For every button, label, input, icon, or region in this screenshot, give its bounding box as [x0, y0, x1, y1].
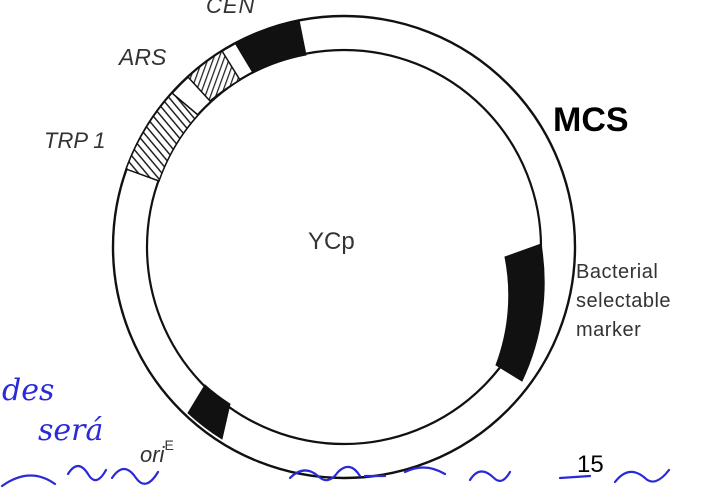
bacterial-marker-label: Bacterial selectable marker [576, 258, 671, 345]
cen-label: CEN [206, 0, 256, 18]
handwriting-scribble-bottom [0, 464, 671, 488]
bacterial-marker-segment [495, 243, 545, 382]
marker-label-line-3: marker [576, 319, 642, 341]
plasmid-name-label: YCp [308, 228, 355, 255]
marker-label-line-2: selectable [576, 290, 672, 312]
mcs-label: MCS [553, 101, 629, 139]
ars-segment [186, 49, 242, 103]
handwriting-line-1: des [2, 373, 54, 408]
slide-number: 15 [577, 451, 604, 478]
marker-label-line-1: Bacterial [576, 261, 659, 283]
trp1-label: TRP 1 [44, 128, 106, 153]
handwriting-line-2: será [38, 413, 103, 448]
ars-label: ARS [119, 44, 167, 70]
cen-segment [234, 19, 307, 74]
ori-label-superscript: E [164, 437, 174, 453]
ori-label: oriE [140, 437, 174, 468]
trp1-segment [125, 91, 200, 182]
plasmid-outer-ring [111, 14, 577, 480]
ori-segment [187, 384, 231, 440]
ori-label-base: ori [140, 442, 165, 467]
handwriting-annotations [0, 464, 671, 488]
